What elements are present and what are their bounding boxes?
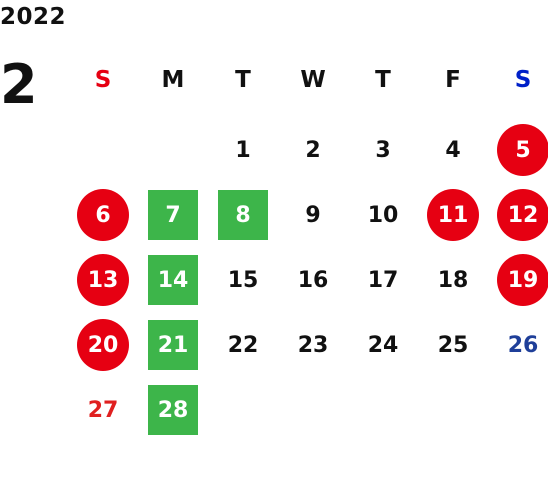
calendar-day: 21	[148, 320, 198, 370]
weekday-header: F	[445, 67, 461, 93]
weekday-header: M	[161, 67, 185, 93]
calendar-day: 22	[227, 332, 259, 358]
weekday-header: S	[94, 67, 112, 93]
calendar-day: 16	[297, 267, 329, 293]
calendar-day: 7	[148, 190, 198, 240]
calendar-day: 8	[218, 190, 268, 240]
calendar-day: 23	[297, 332, 329, 358]
calendar-day: 19	[497, 254, 548, 306]
calendar-day: 14	[148, 255, 198, 305]
calendar-day: 2	[305, 137, 321, 163]
calendar-day: 27	[87, 397, 119, 423]
weekday-header: W	[300, 67, 326, 93]
weekday-header: T	[375, 67, 391, 93]
weekday-header: T	[235, 67, 251, 93]
weekday-header: S	[514, 67, 532, 93]
calendar-year: 2022	[0, 4, 67, 30]
calendar-month: 2	[0, 53, 38, 116]
calendar-day: 4	[445, 137, 461, 163]
calendar-day: 28	[148, 385, 198, 435]
calendar-day: 5	[497, 124, 548, 176]
calendar-day: 17	[367, 267, 399, 293]
calendar-day: 18	[437, 267, 469, 293]
calendar-day: 20	[77, 319, 129, 371]
calendar-day: 25	[437, 332, 469, 358]
calendar-day: 10	[367, 202, 399, 228]
calendar-day: 12	[497, 189, 548, 241]
calendar-day: 15	[227, 267, 259, 293]
calendar-day: 24	[367, 332, 399, 358]
calendar-day: 26	[507, 332, 539, 358]
calendar-day: 3	[375, 137, 391, 163]
calendar-day: 1	[235, 137, 251, 163]
calendar-day: 6	[77, 189, 129, 241]
calendar-day: 9	[305, 202, 321, 228]
calendar-day: 11	[427, 189, 479, 241]
calendar-day: 13	[77, 254, 129, 306]
